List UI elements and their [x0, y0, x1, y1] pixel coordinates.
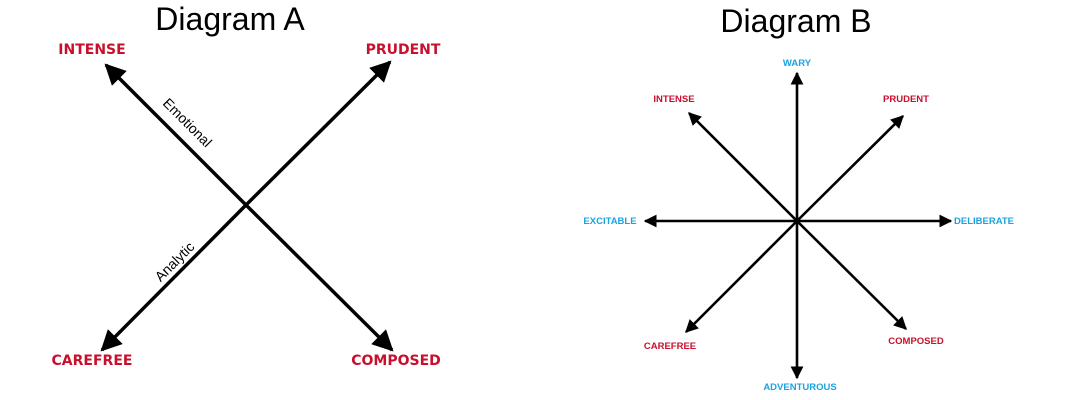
arrow-composed-b [796, 220, 907, 330]
label-deliberate: DELIBERATE [954, 216, 1014, 227]
axis-label-emotional: Emotional [160, 95, 215, 150]
label-adventurous: ADVENTUROUS [763, 382, 836, 393]
arrow-prudent-b [796, 115, 904, 222]
label-carefree: CAREFREE [52, 353, 133, 369]
diagram-a-title: Diagram A [155, 1, 305, 37]
label-intense-b: INTENSE [653, 94, 694, 105]
arrow-carefree-b [685, 220, 798, 333]
arrow-intense [104, 63, 248, 207]
label-excitable: EXCITABLE [583, 216, 636, 227]
arrow-prudent [244, 60, 392, 207]
arrow-composed [244, 203, 394, 352]
label-prudent-b: PRUDENT [883, 94, 929, 105]
label-carefree-b: CAREFREE [644, 341, 696, 352]
label-wary: WARY [783, 58, 812, 69]
arrow-intense-b [688, 112, 798, 222]
label-intense: INTENSE [58, 42, 125, 58]
diagram-a: Diagram A INTENSE PRUDENT CAREFREE COMPO… [52, 1, 441, 369]
diagram-b-title: Diagram B [720, 3, 871, 39]
diagram-b: Diagram B WARY INTENSE PRUDENT EXCITABLE… [583, 3, 1014, 393]
label-prudent: PRUDENT [366, 42, 441, 58]
label-composed: COMPOSED [351, 353, 441, 369]
label-composed-b: COMPOSED [888, 336, 944, 347]
arrow-carefree [100, 203, 248, 352]
